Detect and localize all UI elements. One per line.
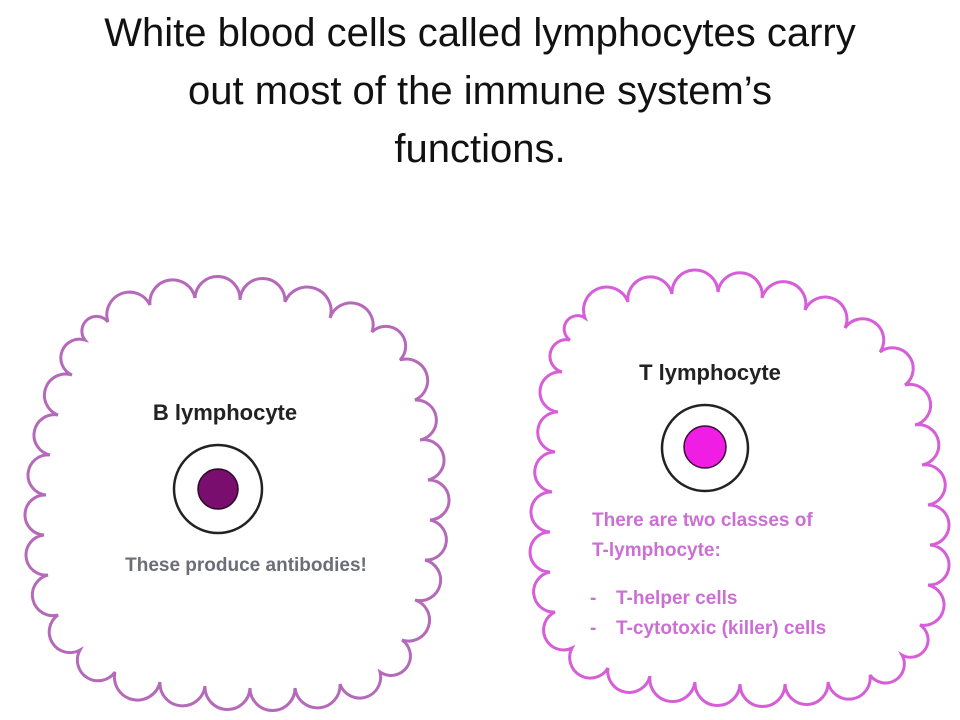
- t-class-item-1: T-helper cells: [616, 588, 737, 609]
- t-lymphocyte-label: T lymphocyte: [639, 360, 781, 385]
- title-line-3: functions.: [394, 127, 566, 171]
- slide-title: White blood cells called lymphocytes car…: [40, 4, 920, 178]
- t-lymphocyte-panel: T lymphocyte There are two classes of T-…: [528, 268, 951, 708]
- b-lymphocyte-label: B lymphocyte: [153, 400, 297, 425]
- b-lymphocyte-description: These produce antibodies!: [125, 555, 367, 576]
- t-description-line-2: T-lymphocyte:: [592, 540, 721, 561]
- t-cell-nucleus: [683, 425, 727, 469]
- t-cloud-outline: [528, 268, 951, 708]
- title-line-2: out most of the immune system’s: [188, 69, 772, 113]
- title-line-1: White blood cells called lymphocytes car…: [104, 11, 856, 55]
- b-lymphocyte-panel: B lymphocyte These produce antibodies!: [23, 275, 451, 712]
- t-description-line-1: There are two classes of: [592, 510, 813, 531]
- t-class-item-2: T-cytotoxic (killer) cells: [616, 618, 826, 639]
- t-class-bullet-1: -: [590, 588, 596, 609]
- t-class-bullet-2: -: [590, 618, 596, 639]
- b-cell-nucleus: [197, 468, 239, 510]
